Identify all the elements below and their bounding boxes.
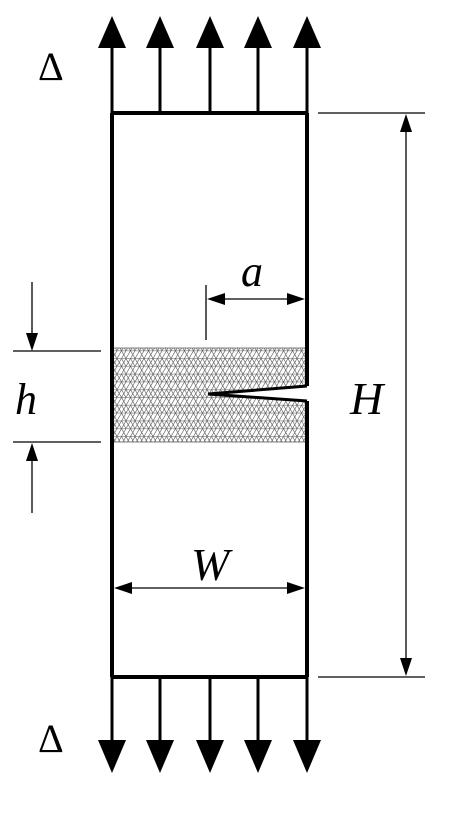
delta-top-label: Δ xyxy=(38,44,64,89)
top-load-arrows xyxy=(110,44,309,113)
height-dimension-arrowheads xyxy=(400,114,412,676)
width-dimension-arrowheads xyxy=(114,582,305,594)
specimen-height-label: H xyxy=(349,373,386,424)
delta-bottom-label: Δ xyxy=(38,716,64,761)
band-height-arrowheads xyxy=(26,333,38,461)
crack-wedge xyxy=(208,386,307,401)
band-height-label: h xyxy=(15,375,37,424)
crack-outline xyxy=(207,384,308,403)
bottom-load-arrows xyxy=(110,677,309,744)
crack-length-arrowheads xyxy=(207,293,305,305)
top-arrowheads xyxy=(98,16,321,48)
bottom-arrowheads xyxy=(98,740,321,773)
crack-length-label: a xyxy=(241,247,263,296)
crack-length-dimension xyxy=(205,285,297,340)
specimen-width-label: W xyxy=(191,539,233,590)
height-dimension xyxy=(318,112,425,678)
